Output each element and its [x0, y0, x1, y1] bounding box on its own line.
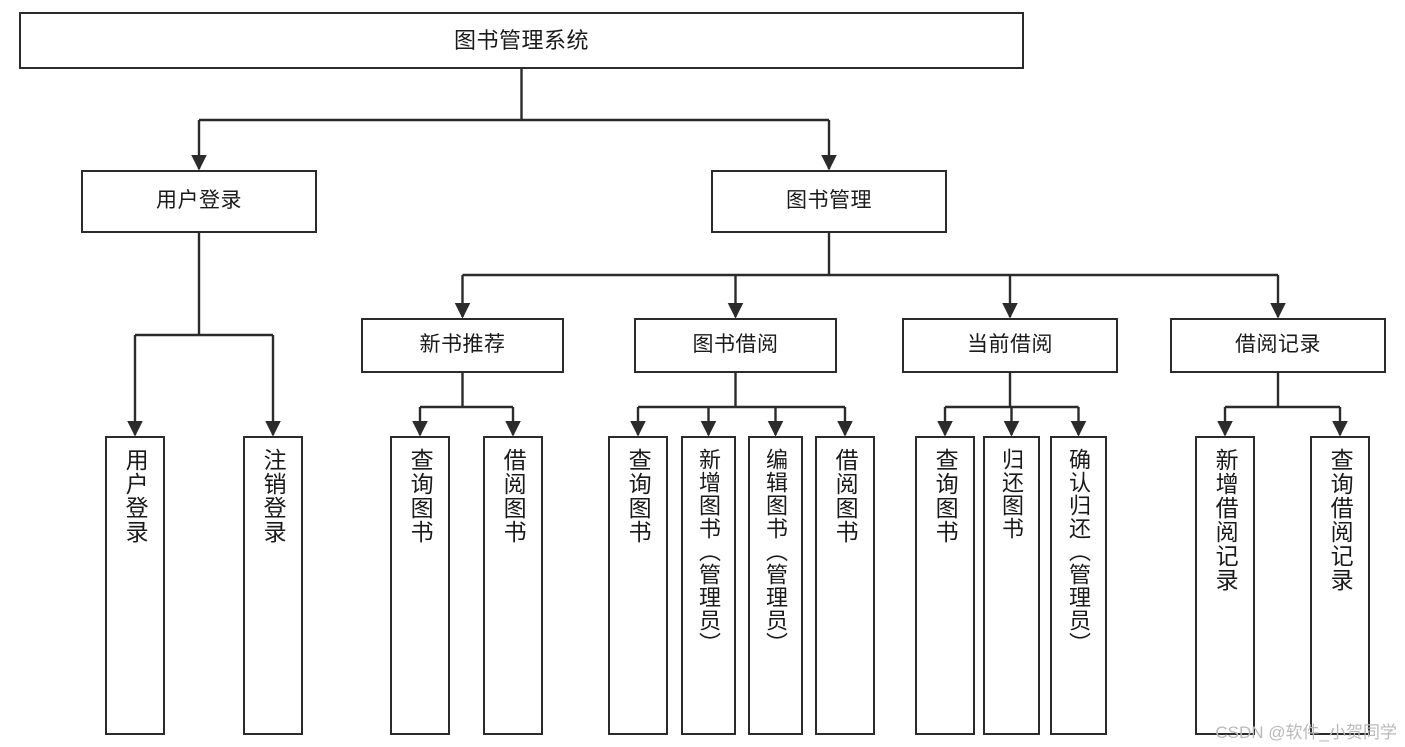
node-label: 用户登录 — [122, 448, 149, 544]
node-leaf-confirm-return[interactable]: 确认归还（管理员） — [1050, 436, 1107, 735]
node-user-login[interactable]: 用户登录 — [81, 170, 317, 233]
node-book-borrow[interactable]: 图书借阅 — [634, 318, 837, 373]
node-leaf-query-book-2[interactable]: 查询图书 — [608, 436, 668, 735]
node-label: 图书管理 — [786, 189, 872, 213]
node-label: 当前借阅 — [967, 333, 1053, 357]
node-leaf-add-record[interactable]: 新增借阅记录 — [1195, 436, 1255, 735]
node-label: 归还图书 — [999, 448, 1025, 540]
node-borrow-record[interactable]: 借阅记录 — [1170, 318, 1386, 373]
node-current-borrow[interactable]: 当前借阅 — [902, 318, 1118, 373]
node-label: 编辑图书（管理员） — [763, 448, 789, 655]
node-label: 注销登录 — [260, 448, 287, 544]
node-label: 借阅记录 — [1235, 333, 1321, 357]
node-label: 图书管理系统 — [453, 27, 589, 53]
node-label: 图书借阅 — [692, 333, 779, 357]
watermark-label: CSDN @软件_小贺同学 — [1215, 723, 1397, 742]
node-label: 查询图书 — [407, 448, 434, 544]
node-leaf-return-book[interactable]: 归还图书 — [983, 436, 1040, 735]
node-label: 查询图书 — [625, 448, 652, 544]
node-label: 新书推荐 — [419, 333, 506, 357]
node-label: 借阅图书 — [500, 448, 527, 544]
node-leaf-query-record[interactable]: 查询借阅记录 — [1310, 436, 1370, 735]
node-leaf-user-login[interactable]: 用户登录 — [105, 436, 165, 735]
node-label: 新增借阅记录 — [1212, 448, 1239, 592]
node-label: 新增图书（管理员） — [696, 448, 722, 655]
node-leaf-query-book-1[interactable]: 查询图书 — [390, 436, 450, 735]
node-leaf-borrow-book-2[interactable]: 借阅图书 — [815, 436, 875, 735]
node-new-book-rec[interactable]: 新书推荐 — [361, 318, 564, 373]
node-label: 查询图书 — [932, 448, 959, 544]
node-label: 确认归还（管理员） — [1066, 448, 1092, 655]
node-root[interactable]: 图书管理系统 — [19, 12, 1024, 69]
node-leaf-edit-book[interactable]: 编辑图书（管理员） — [748, 436, 803, 735]
node-book-manage[interactable]: 图书管理 — [711, 170, 947, 233]
node-leaf-user-logout[interactable]: 注销登录 — [243, 436, 303, 735]
node-leaf-borrow-book-1[interactable]: 借阅图书 — [483, 436, 543, 735]
node-leaf-query-book-3[interactable]: 查询图书 — [915, 436, 975, 735]
node-label: 借阅图书 — [832, 448, 859, 544]
node-label: 查询借阅记录 — [1327, 448, 1354, 592]
node-label: 用户登录 — [156, 189, 242, 213]
node-leaf-add-book[interactable]: 新增图书（管理员） — [681, 436, 736, 735]
